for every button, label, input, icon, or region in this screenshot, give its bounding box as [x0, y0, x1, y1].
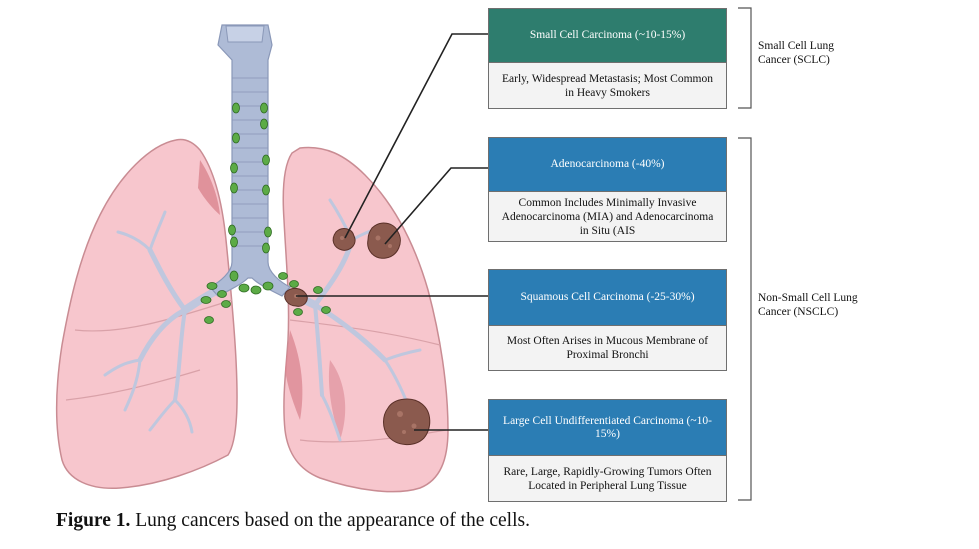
box-body: Common Includes Minimally Invasive Adeno… [489, 192, 726, 241]
lymph-nodes [200, 102, 331, 324]
figure-caption: Figure 1. Lung cancers based on the appe… [56, 510, 530, 532]
group-label-sclc: Small Cell Lung Cancer (SCLC) [758, 40, 835, 66]
box-header-text: Large Cell Undifferentiated Carcinoma (~… [503, 414, 712, 440]
trachea [209, 24, 291, 297]
box-header: Adenocarcinoma (-40%) [489, 138, 726, 192]
box-header: Small Cell Carcinoma (~10-15%) [489, 9, 726, 63]
box-body-text: Most Often Arises in Mucous Membrane of … [506, 335, 709, 361]
box-small-cell: Small Cell Carcinoma (~10-15%) Early, Wi… [488, 8, 727, 109]
tumor-small-cell [332, 228, 356, 251]
box-body: Rare, Large, Rapidly-Growing Tumors Ofte… [489, 456, 726, 501]
box-header: Large Cell Undifferentiated Carcinoma (~… [489, 400, 726, 456]
caption-text: Lung cancers based on the appearance of … [130, 510, 530, 531]
sclc-bracket [738, 7, 752, 109]
box-body: Early, Widespread Metastasis; Most Commo… [489, 63, 726, 108]
leader-adeno [384, 167, 488, 245]
left-lung [56, 138, 238, 489]
nsclc-bracket [738, 137, 752, 501]
leader-small-cell [344, 33, 488, 239]
box-adenocarcinoma: Adenocarcinoma (-40%) Common Includes Mi… [488, 137, 727, 242]
box-header-text: Small Cell Carcinoma (~10-15%) [529, 29, 686, 41]
tumor-adeno [367, 222, 401, 259]
box-body: Most Often Arises in Mucous Membrane of … [489, 326, 726, 370]
box-squamous: Squamous Cell Carcinoma (-25-30%) Most O… [488, 269, 727, 371]
box-header-text: Squamous Cell Carcinoma (-25-30%) [520, 291, 695, 303]
box-body-text: Rare, Large, Rapidly-Growing Tumors Ofte… [503, 465, 712, 492]
group-label-nsclc: Non-Small Cell Lung Cancer (NSCLC) [758, 292, 858, 318]
box-body-text: Common Includes Minimally Invasive Adeno… [501, 196, 714, 237]
box-header: Squamous Cell Carcinoma (-25-30%) [489, 270, 726, 326]
box-large-cell: Large Cell Undifferentiated Carcinoma (~… [488, 399, 727, 502]
caption-prefix: Figure 1. [56, 510, 131, 531]
box-header-text: Adenocarcinoma (-40%) [550, 158, 665, 170]
box-body-text: Early, Widespread Metastasis; Most Commo… [502, 72, 713, 99]
tumor-large-cell [383, 398, 431, 445]
